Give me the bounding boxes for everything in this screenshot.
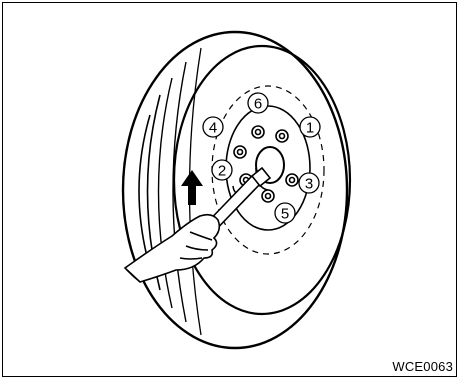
lug-nut-1 [276, 130, 288, 142]
lug-nut-6 [252, 126, 264, 138]
svg-text:6: 6 [254, 96, 262, 113]
upward-arrow [181, 170, 203, 205]
figure-code: WCE0063 [392, 359, 453, 374]
sequence-label-4: 4 [203, 117, 223, 137]
sequence-label-1: 1 [300, 117, 320, 137]
lug-nut-5 [262, 190, 274, 202]
sequence-label-5: 5 [275, 203, 295, 223]
lug-nut-4 [234, 146, 246, 158]
svg-text:1: 1 [306, 120, 314, 137]
sequence-label-6: 6 [248, 93, 268, 113]
svg-text:2: 2 [218, 163, 226, 180]
hand [125, 215, 219, 282]
sequence-label-2: 2 [212, 160, 232, 180]
svg-text:3: 3 [305, 176, 313, 193]
svg-text:5: 5 [281, 206, 289, 223]
sequence-label-3: 3 [299, 173, 319, 193]
svg-text:4: 4 [209, 120, 217, 137]
lug-nut-3 [286, 174, 298, 186]
